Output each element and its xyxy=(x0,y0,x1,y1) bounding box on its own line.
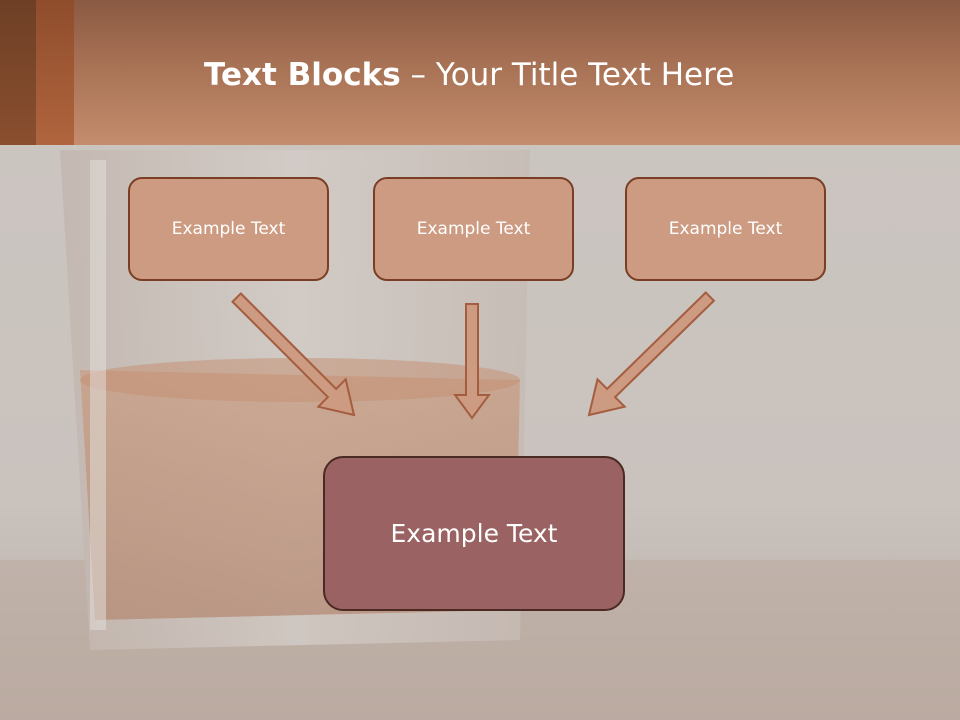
text-block-1[interactable]: Example Text xyxy=(128,177,329,281)
arrow-left-icon xyxy=(231,292,356,417)
text-block-3-label: Example Text xyxy=(668,219,783,239)
title-dash: – xyxy=(400,57,436,93)
arrow-right-icon xyxy=(587,291,716,417)
text-block-2[interactable]: Example Text xyxy=(373,177,574,281)
accent-stripe-dark xyxy=(0,0,36,145)
text-block-2-label: Example Text xyxy=(416,219,531,239)
title-bar xyxy=(0,0,960,145)
arrow-middle-icon xyxy=(453,303,491,420)
target-block-label: Example Text xyxy=(390,519,558,548)
text-block-3[interactable]: Example Text xyxy=(625,177,826,281)
accent-stripe-light xyxy=(36,0,74,145)
title-bold-part: Text Blocks xyxy=(204,57,401,93)
title-rest: Your Title Text Here xyxy=(435,57,735,93)
slide-title: Text Blocks – Your Title Text Here xyxy=(204,50,734,100)
target-block[interactable]: Example Text xyxy=(323,456,625,611)
text-block-1-label: Example Text xyxy=(171,219,286,239)
